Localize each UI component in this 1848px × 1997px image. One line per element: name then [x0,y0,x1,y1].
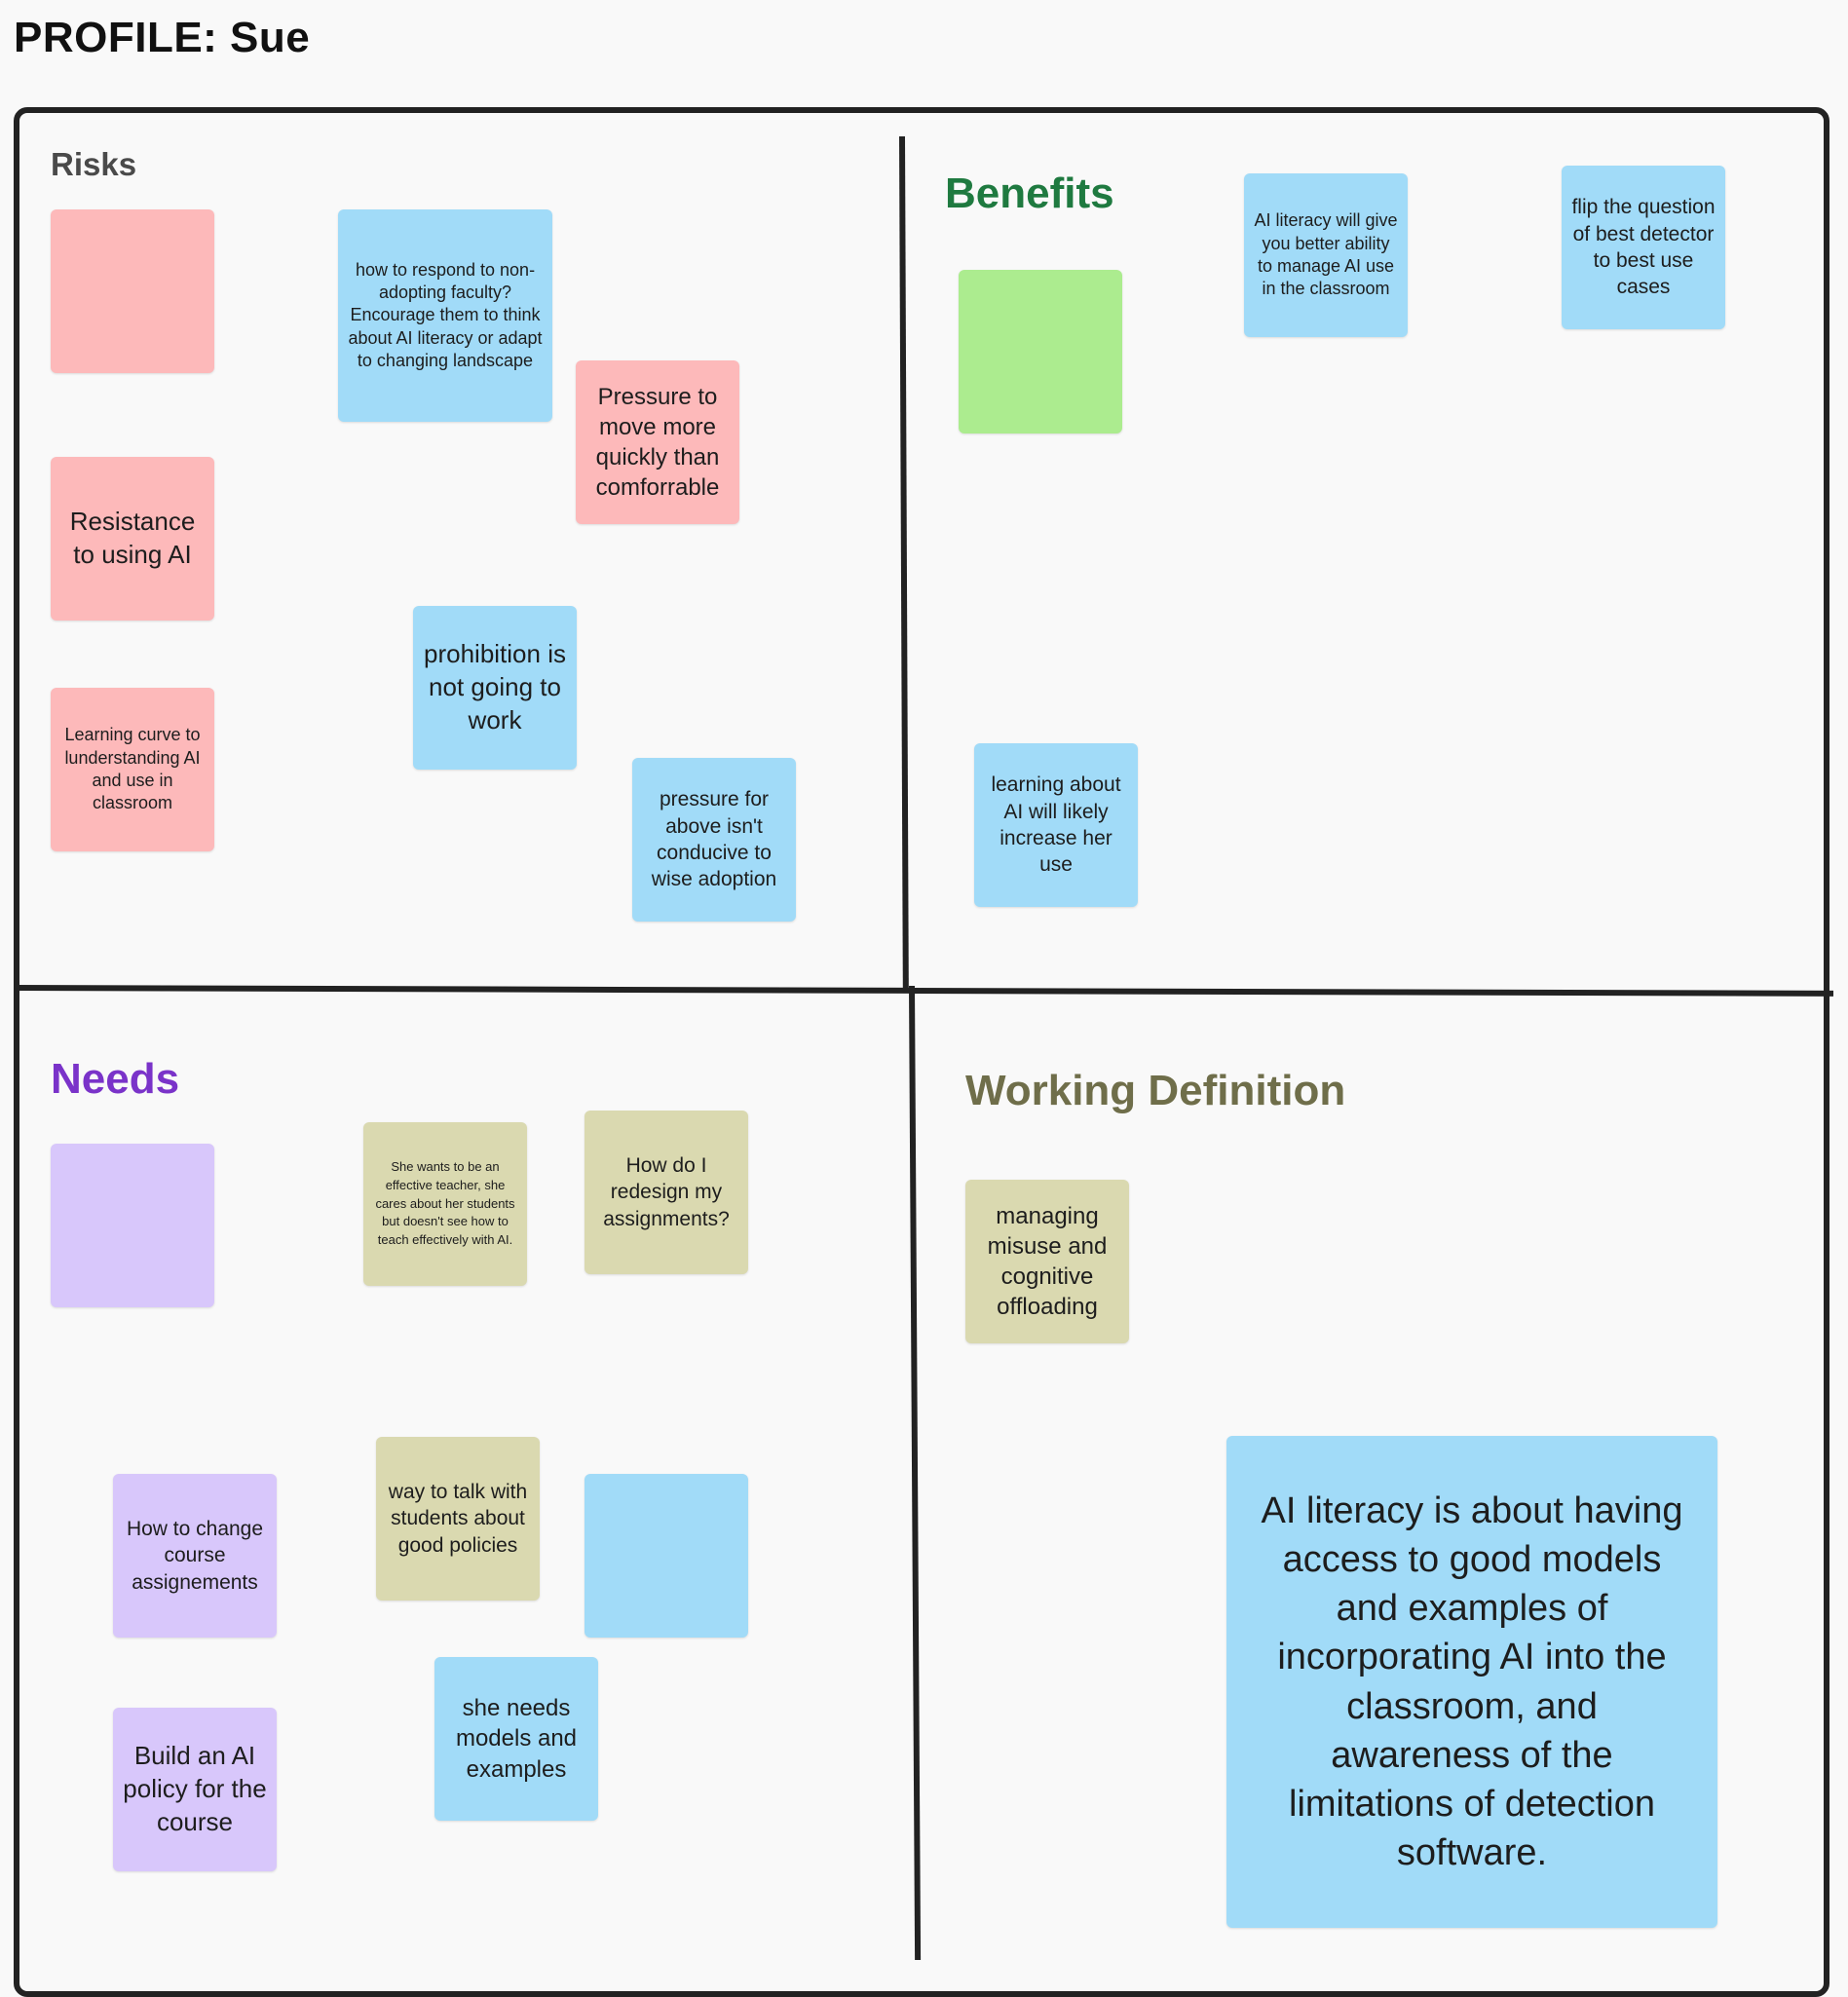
sticky-note-text: learning about AI will likely increase h… [991,773,1121,877]
needs-heading: Needs [51,1055,180,1103]
sticky-note-text: AI literacy is about having access to go… [1261,1489,1683,1873]
sticky-note-text: Resistance to using AI [69,507,196,569]
sticky-note-text: Build an AI policy for the course [123,1741,267,1836]
sticky-note-prohibition[interactable]: prohibition is not going to work [413,606,577,770]
sticky-note-learning-curve[interactable]: Learning curve to lunderstanding AI and … [51,688,214,851]
sticky-note-blank-green[interactable] [959,270,1122,433]
working-definition-heading: Working Definition [965,1067,1346,1114]
sticky-note-text: Learning curve to lunderstanding AI and … [64,725,201,813]
sticky-note-text: managing misuse and cognitive offloading [987,1202,1108,1321]
sticky-note-change-course[interactable]: How to change course assignements [113,1474,277,1638]
sticky-note-models-examples[interactable]: she needs models and examples [434,1657,598,1821]
sticky-note-blank-blue[interactable] [585,1474,748,1638]
sticky-note-text: Pressure to move more quickly than comfo… [595,383,720,502]
sticky-note-redesign[interactable]: How do I redesign my assignments? [585,1111,748,1274]
sticky-note-text: she needs models and examples [455,1695,578,1783]
sticky-note-effective-teacher[interactable]: She wants to be an effective teacher, sh… [363,1122,527,1286]
sticky-note-text: how to respond to non-adopting faculty? … [348,259,543,371]
sticky-note-text: How to change course assignements [126,1518,264,1594]
sticky-note-text: way to talk with students about good pol… [388,1481,528,1557]
sticky-note-text: AI literacy will give you better ability… [1254,210,1398,299]
sticky-note-talk-students[interactable]: way to talk with students about good pol… [376,1437,540,1601]
sticky-note-text: prohibition is not going to work [424,639,566,735]
sticky-note-pressure-move[interactable]: Pressure to move more quickly than comfo… [576,360,739,524]
sticky-note-text: How do I redesign my assignments? [603,1154,730,1230]
sticky-note-blank-pink[interactable] [51,209,214,373]
sticky-note-managing-misuse[interactable]: managing misuse and cognitive offloading [965,1180,1129,1343]
sticky-note-resistance[interactable]: Resistance to using AI [51,457,214,621]
sticky-note-text: She wants to be an effective teacher, sh… [375,1158,515,1248]
risks-heading: Risks [51,146,137,182]
sticky-note-text: pressure for above isn't conducive to wi… [651,788,777,891]
sticky-note-definition[interactable]: AI literacy is about having access to go… [1226,1436,1717,1928]
sticky-note-ai-literacy-manage[interactable]: AI literacy will give you better ability… [1244,173,1408,337]
sticky-note-learning-about-ai[interactable]: learning about AI will likely increase h… [974,743,1138,907]
sticky-note-blank-purple[interactable] [51,1144,214,1307]
sticky-note-respond-faculty[interactable]: how to respond to non-adopting faculty? … [338,209,552,422]
benefits-heading: Benefits [945,170,1114,217]
sticky-note-build-policy[interactable]: Build an AI policy for the course [113,1708,277,1871]
page-title: PROFILE: Sue [14,14,311,61]
sticky-note-pressure-above[interactable]: pressure for above isn't conducive to wi… [632,758,796,922]
sticky-note-text: flip the question of best detector to be… [1571,196,1716,299]
sticky-note-flip-question[interactable]: flip the question of best detector to be… [1562,166,1725,329]
